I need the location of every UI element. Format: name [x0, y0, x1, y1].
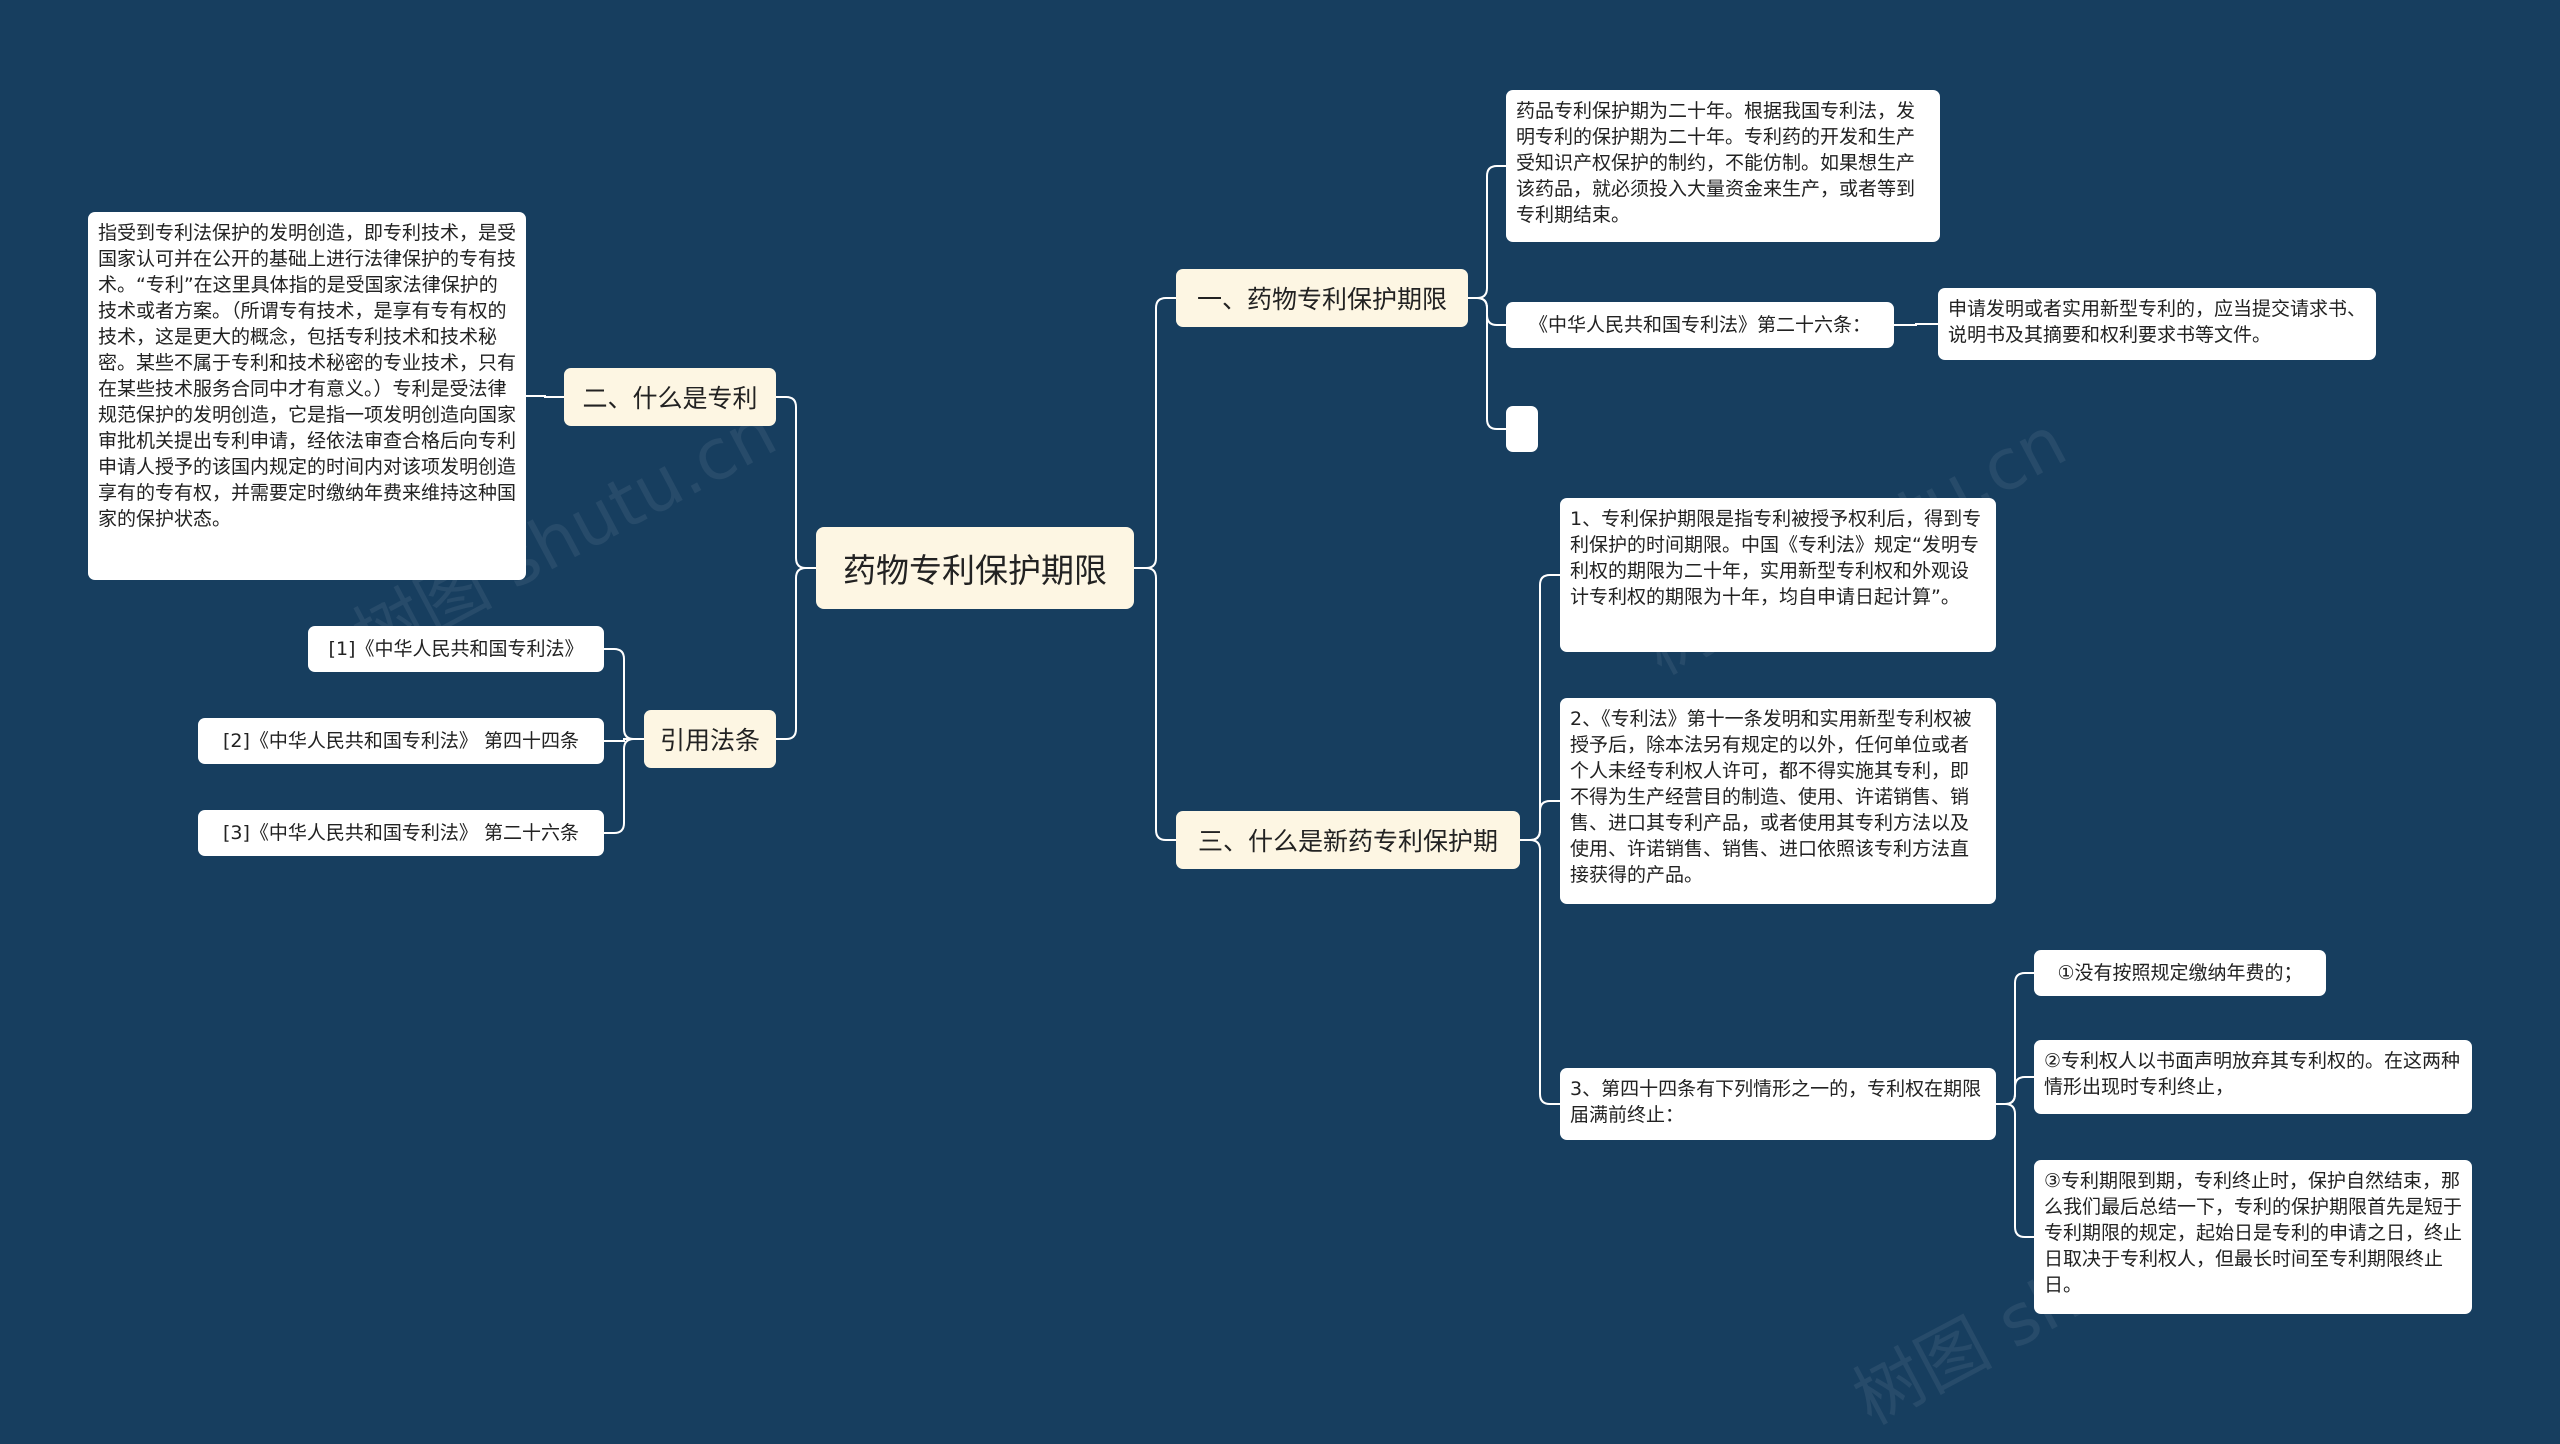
connector-line	[604, 738, 644, 834]
leaf-protection-term-desc[interactable]: 药品专利保护期为二十年。根据我国专利法，发明专利的保护期为二十年。专利药的开发和…	[1506, 90, 1940, 242]
connector-lines	[526, 165, 2034, 1238]
leaf-term-definition[interactable]: 1、专利保护期限是指专利被授予权利后，得到专利保护的时间期限。中国《专利法》规定…	[1560, 498, 1996, 652]
leaf-patent-definition[interactable]: 指受到专利法保护的发明创造，即专利技术，是受国家认可并在公开的基础上进行法律保护…	[88, 212, 526, 580]
connector-line	[1996, 1103, 2034, 1238]
connector-line	[1996, 1076, 2034, 1105]
leaf-reference-2[interactable]: [2]《中华人民共和国专利法》 第四十四条	[198, 718, 604, 764]
connector-line	[1134, 567, 1176, 841]
leaf-reference-3[interactable]: [3]《中华人民共和国专利法》 第二十六条	[198, 810, 604, 856]
connector-line	[1520, 800, 1560, 841]
root-topic[interactable]: 药物专利保护期限	[816, 527, 1134, 609]
connector-line	[776, 396, 816, 569]
connector-line	[604, 648, 644, 740]
connector-line	[776, 567, 816, 740]
branch-cited-laws[interactable]: 引用法条	[644, 710, 776, 768]
leaf-article-11[interactable]: 2、《专利法》第十一条发明和实用新型专利权被授予后，除本法另有规定的以外，任何单…	[1560, 698, 1996, 904]
mind-map-canvas: 树图 shutu.cn 树图 shutu.cn 树图 shutu.cn 药物专利…	[88, 90, 2472, 1441]
connector-line	[1520, 839, 1560, 1105]
branch-what-is-patent[interactable]: 二、什么是专利	[564, 368, 776, 426]
leaf-reference-1[interactable]: [1]《中华人民共和国专利法》	[308, 626, 604, 672]
leaf-patent-law-article-26[interactable]: 《中华人民共和国专利法》第二十六条：	[1506, 302, 1894, 348]
leaf-term-expiry[interactable]: ③专利期限到期，专利终止时，保护自然结束，那么我们最后总结一下，专利的保护期限首…	[2034, 1160, 2472, 1314]
leaf-unpaid-fees[interactable]: ①没有按照规定缴纳年费的；	[2034, 950, 2326, 996]
connector-line	[1468, 297, 1506, 430]
leaf-empty-node[interactable]	[1506, 406, 1538, 452]
leaf-article-26-text[interactable]: 申请发明或者实用新型专利的，应当提交请求书、说明书及其摘要和权利要求书等文件。	[1938, 288, 2376, 360]
connector-line	[1894, 323, 1938, 326]
connector-line	[526, 395, 564, 398]
connector-line	[1134, 297, 1176, 569]
leaf-written-waiver[interactable]: ②专利权人以书面声明放弃其专利权的。在这两种情形出现时专利终止，	[2034, 1040, 2472, 1114]
leaf-article-44[interactable]: 3、第四十四条有下列情形之一的，专利权在期限届满前终止：	[1560, 1068, 1996, 1140]
connector-line	[1468, 165, 1506, 299]
branch-new-drug-protection[interactable]: 三、什么是新药专利保护期	[1176, 811, 1520, 869]
branch-drug-patent-term[interactable]: 一、药物专利保护期限	[1176, 269, 1468, 327]
